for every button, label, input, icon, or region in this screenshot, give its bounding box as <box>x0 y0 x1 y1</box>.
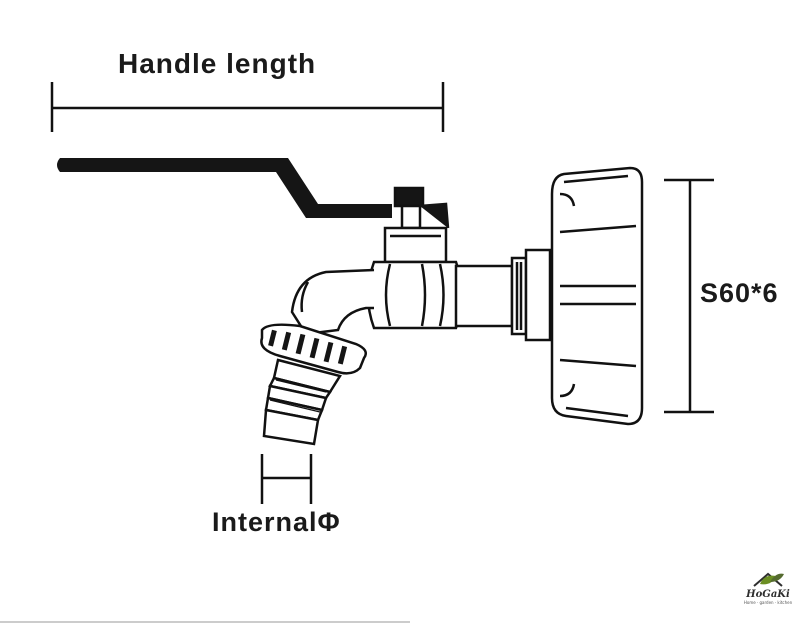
brand-logo: HoGaKi Home · garden · kitchen <box>738 568 798 612</box>
handle-length-dimension <box>50 82 445 132</box>
internal-diameter-label: InternalΦ <box>212 507 341 537</box>
handle-length-label: Handle length <box>118 48 317 79</box>
thread-size-dimension <box>664 178 714 414</box>
valve-stem <box>383 186 450 264</box>
hose-barb <box>262 358 342 446</box>
logo-tagline: Home · garden · kitchen <box>743 600 793 605</box>
logo-wordmark: HoGaKi <box>746 589 790 600</box>
hose-coupling-nut <box>260 323 367 375</box>
threaded-cap-nut <box>550 166 644 426</box>
internal-diameter-dimension <box>260 454 313 504</box>
house-leaf-icon <box>753 572 784 587</box>
valve-body <box>290 260 464 336</box>
lever-handle <box>57 158 392 218</box>
thread-size-label: S60*6 <box>700 278 779 308</box>
adapter-pipe <box>454 248 552 342</box>
